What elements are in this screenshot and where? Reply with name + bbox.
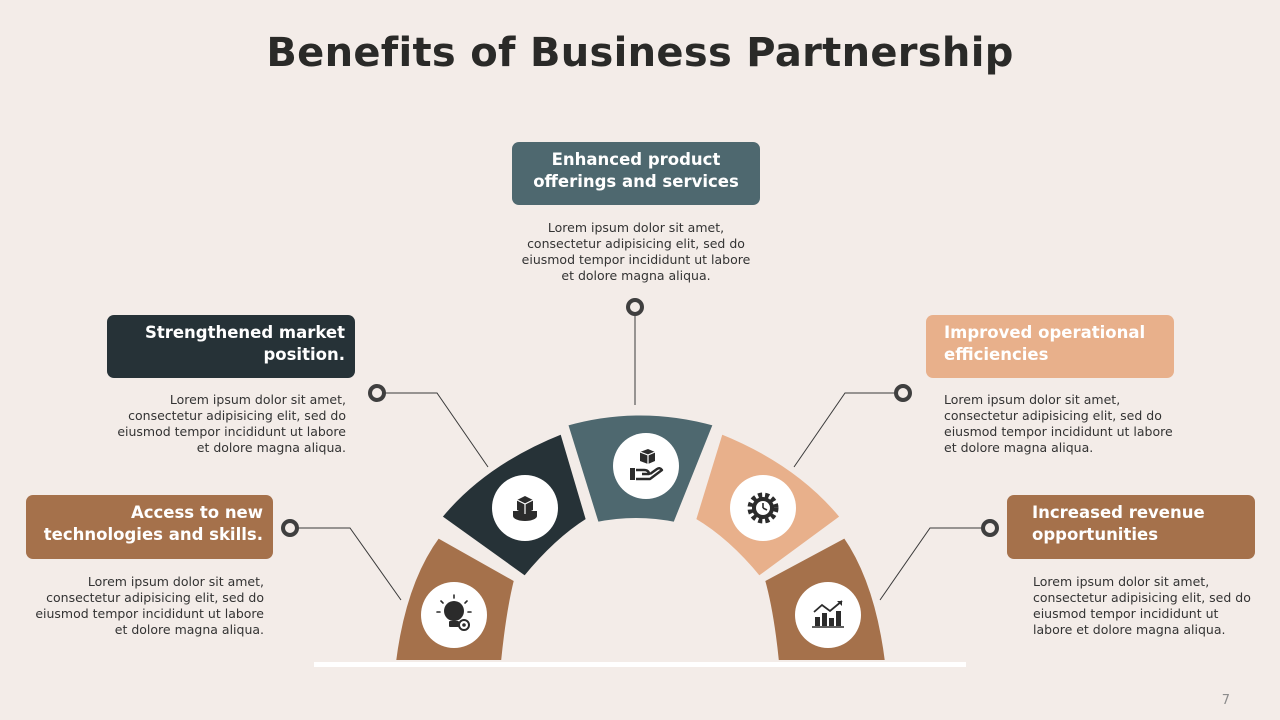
label-market-position: Strengthened market position.: [107, 315, 355, 378]
description-access-technologies: Lorem ipsum dolor sit amet, consectetur …: [35, 574, 264, 637]
marker-3: [626, 298, 644, 316]
icon-3-group: [613, 433, 679, 499]
marker-5: [981, 519, 999, 537]
lightbulb-idea-icon: [436, 594, 472, 631]
page-title: Benefits of Business Partnership: [266, 30, 1014, 76]
connector-lines: [290, 307, 990, 601]
icon-1-group: [421, 582, 487, 648]
page-number: 7: [1221, 693, 1230, 708]
description-revenue-opportunities: Lorem ipsum dolor sit amet, consectetur …: [1033, 574, 1251, 637]
label-product-offerings: Enhanced product offerings and services: [512, 142, 760, 205]
connector-markers: [281, 298, 999, 537]
gear-clock-icon: [747, 492, 779, 524]
podium-box-icon: [513, 496, 537, 521]
label-operational-efficiencies: Improved operational efficiencies: [926, 315, 1174, 378]
marker-4: [894, 384, 912, 402]
label-revenue-opportunities: Increased revenue opportunities: [1007, 495, 1255, 559]
icon-5-group: [795, 582, 861, 648]
marker-1: [281, 519, 299, 537]
label-access-technologies: Access to new technologies and skills.: [26, 495, 273, 559]
description-market-position: Lorem ipsum dolor sit amet, consectetur …: [117, 392, 346, 455]
heading-market-position: Strengthened market position.: [144, 323, 345, 364]
hand-box-icon: [630, 449, 664, 481]
heading-product-offerings: Enhanced product offerings and services: [533, 150, 739, 191]
connector-line-4: [793, 392, 903, 468]
connector-line-2: [377, 392, 489, 468]
icon-2-group: [492, 475, 558, 541]
connector-line-1: [290, 527, 402, 601]
description-operational-efficiencies: Lorem ipsum dolor sit amet, consectetur …: [944, 392, 1173, 455]
heading-revenue-opportunities: Increased revenue opportunities: [1032, 503, 1205, 544]
description-product-offerings: Lorem ipsum dolor sit amet, consectetur …: [521, 220, 751, 283]
heading-access-technologies: Access to new technologies and skills.: [43, 503, 263, 544]
baseline: [314, 662, 966, 667]
growth-chart-icon: [812, 600, 844, 628]
icon-4-group: [730, 475, 796, 541]
marker-2: [368, 384, 386, 402]
heading-operational-efficiencies: Improved operational efficiencies: [944, 323, 1146, 364]
connector-line-5: [879, 527, 990, 601]
